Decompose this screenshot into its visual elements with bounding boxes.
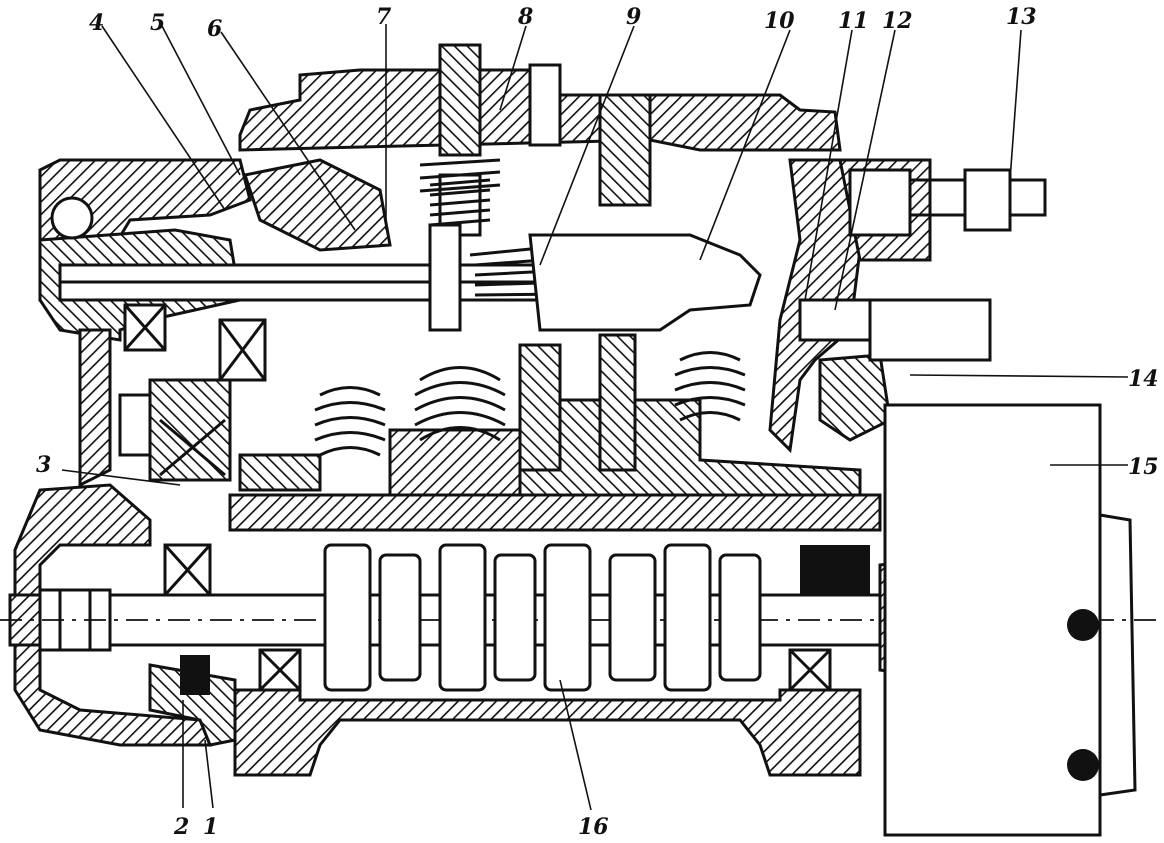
callout-7: 7 xyxy=(376,4,392,30)
callout-9: 9 xyxy=(626,4,641,30)
callout-5: 5 xyxy=(150,10,165,36)
plunger-springs xyxy=(314,333,746,472)
callout-15: 15 xyxy=(1128,454,1159,480)
callout-10: 10 xyxy=(764,8,795,34)
callout-labels: 1 2 3 4 5 6 7 8 9 10 11 12 13 14 15 16 xyxy=(36,4,1159,840)
spring-1 xyxy=(314,386,386,457)
governor-assembly xyxy=(50,43,1047,482)
leader-3 xyxy=(61,469,181,486)
callout-3: 3 xyxy=(36,452,51,478)
leader-9 xyxy=(539,25,635,266)
callout-6: 6 xyxy=(207,16,222,42)
spring-2 xyxy=(414,366,506,442)
spring-3 xyxy=(674,351,746,422)
bearings xyxy=(163,543,870,695)
callout-8: 8 xyxy=(517,4,533,30)
callout-13: 13 xyxy=(1006,4,1037,30)
leader-12 xyxy=(834,29,896,311)
callout-16: 16 xyxy=(578,814,609,840)
callout-11: 11 xyxy=(838,8,869,34)
leader-8 xyxy=(499,25,527,111)
leader-10 xyxy=(699,29,791,261)
callout-1: 1 xyxy=(203,814,218,840)
leader-16 xyxy=(559,679,592,811)
callout-12: 12 xyxy=(882,8,913,34)
leader-5 xyxy=(161,25,241,176)
drive-block xyxy=(883,403,1137,837)
leader-11 xyxy=(804,29,853,301)
callout-4: 4 xyxy=(89,10,104,36)
callout-14: 14 xyxy=(1128,366,1159,392)
cam-lobes xyxy=(323,543,762,692)
leader-6 xyxy=(220,31,356,231)
leader-13 xyxy=(1009,29,1022,181)
leader-14 xyxy=(909,374,1129,378)
leader-4 xyxy=(101,25,226,211)
leader-lines xyxy=(61,24,1129,811)
callout-2: 2 xyxy=(173,814,189,840)
leader-1 xyxy=(204,739,214,809)
